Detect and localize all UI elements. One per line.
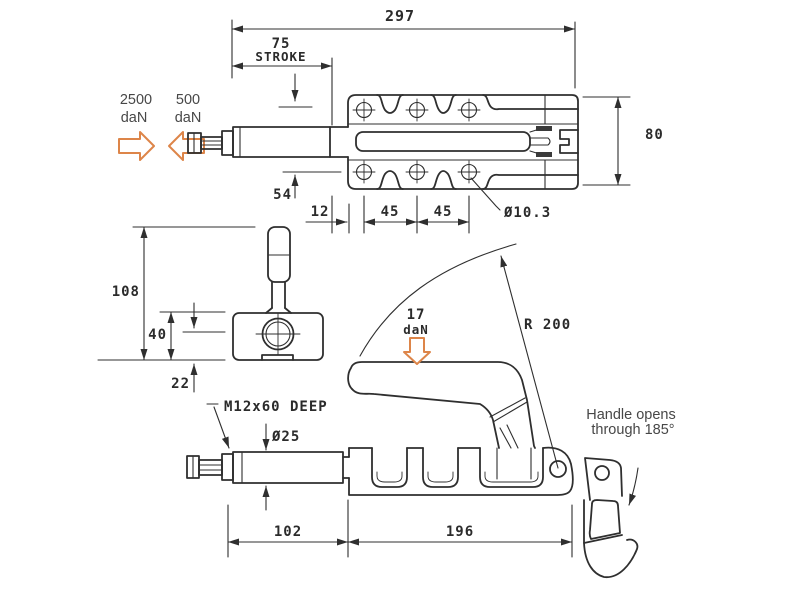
dim-rod-dia-label: Ø25 bbox=[271, 429, 300, 445]
dim-width-80: 80 bbox=[582, 96, 664, 186]
dim-r200-label: R 200 bbox=[524, 317, 571, 333]
note-line2: through 185° bbox=[591, 422, 674, 438]
dim-12-label: 12 bbox=[311, 204, 330, 220]
thread-spec-label: M12x60 DEEP bbox=[224, 399, 328, 415]
clamp-body-side bbox=[348, 446, 574, 496]
plunger-rod-side bbox=[186, 451, 350, 484]
dim-54-label: 54 bbox=[273, 187, 292, 203]
handle-arc-annotation: R 200 17 daN bbox=[359, 243, 571, 469]
pull-force-value: 500 bbox=[176, 92, 200, 108]
handle-force-arrow-icon bbox=[403, 337, 431, 365]
open-handle-sketch bbox=[583, 457, 639, 578]
dim-45b-label: 45 bbox=[434, 204, 453, 220]
thread-callout: M12x60 DEEP bbox=[206, 399, 328, 449]
top-plan-view: 297 75 STROKE 2500 daN 500 daN bbox=[118, 7, 664, 234]
dim-45a-label: 45 bbox=[381, 204, 400, 220]
dim-297-label: 297 bbox=[385, 7, 415, 25]
dim-102-label: 102 bbox=[274, 524, 302, 540]
dim-40-label: 40 bbox=[148, 327, 167, 343]
dim-stroke-75: 75 STROKE bbox=[231, 36, 333, 126]
force-push-arrow-icon bbox=[118, 131, 155, 161]
dim-hole-spacing-row: 12 45 45 bbox=[305, 195, 470, 234]
note-line1: Handle opens bbox=[586, 407, 676, 423]
dim-75-label: 75 bbox=[272, 36, 291, 52]
dim-22-label: 22 bbox=[171, 376, 190, 392]
dim-height-22: 22 bbox=[171, 363, 198, 393]
plunger-rod-plan bbox=[187, 126, 349, 158]
stroke-word-label: STROKE bbox=[255, 49, 306, 64]
mounting-holes bbox=[352, 98, 481, 184]
handle-force-unit: daN bbox=[403, 322, 429, 337]
push-force-unit: daN bbox=[121, 110, 148, 126]
handle-open-note: Handle opens through 185° bbox=[586, 407, 676, 438]
force-pull-arrow-icon bbox=[168, 131, 205, 161]
dim-height-40: 40 bbox=[148, 302, 198, 361]
pull-force-unit: daN bbox=[175, 110, 202, 126]
dim-80-label: 80 bbox=[645, 127, 664, 143]
end-view-handle bbox=[265, 226, 292, 314]
dim-196-label: 196 bbox=[446, 524, 474, 540]
side-view: M12x60 DEEP Ø25 bbox=[186, 243, 676, 578]
dim-hole-dia-label: Ø10.3 bbox=[503, 205, 551, 221]
push-force-value: 2500 bbox=[120, 92, 152, 108]
dim-height-108: 108 bbox=[112, 226, 148, 361]
dim-height-54: 54 bbox=[273, 171, 342, 203]
end-view-body bbox=[232, 312, 324, 361]
dim-length-row: 102 196 bbox=[227, 499, 573, 558]
dim-108-label: 108 bbox=[112, 284, 140, 300]
clamp-handle-side bbox=[347, 361, 536, 449]
hole-diameter-callout: Ø10.3 bbox=[470, 177, 551, 221]
rod-diameter-callout: Ø25 bbox=[262, 423, 300, 511]
clamp-base-plate-plan bbox=[347, 94, 579, 190]
force-annotations: 2500 daN 500 daN bbox=[118, 92, 205, 161]
handle-force-value: 17 bbox=[407, 307, 426, 323]
end-view: 108 40 22 bbox=[97, 226, 324, 393]
